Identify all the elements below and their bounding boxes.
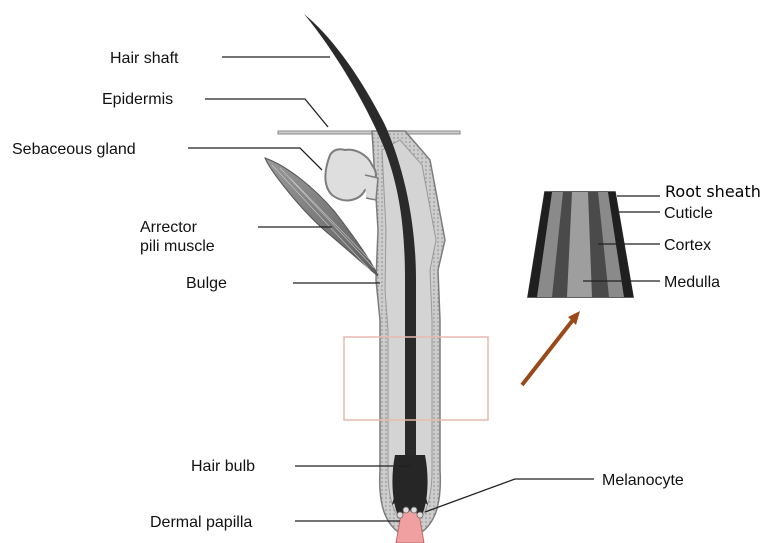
label-dermal-papilla: Dermal papilla xyxy=(150,514,252,531)
epidermis-layer xyxy=(278,131,460,134)
label-sebaceous-gland: Sebaceous gland xyxy=(12,141,136,158)
label-melanocyte: Melanocyte xyxy=(602,472,684,489)
epidermis-leader xyxy=(205,99,328,127)
label-pili-muscle: pili muscle xyxy=(140,238,215,255)
label-hair-bulb: Hair bulb xyxy=(191,458,255,475)
label-epidermis: Epidermis xyxy=(102,91,173,108)
label-bulge: Bulge xyxy=(186,275,227,292)
magnify-arrow xyxy=(522,311,580,385)
sebaceous-gland-leader xyxy=(188,148,322,170)
label-hair-shaft: Hair shaft xyxy=(110,50,179,67)
melanocyte-leader xyxy=(425,479,594,512)
label-root-sheath: Root sheath xyxy=(665,182,761,201)
label-arrector: Arrector xyxy=(140,219,198,236)
hair-bulb-shape xyxy=(392,455,427,515)
label-cortex: Cortex xyxy=(664,237,711,254)
label-cuticle: Cuticle xyxy=(664,205,713,222)
dermal-papilla-shape xyxy=(396,507,424,543)
label-medulla: Medulla xyxy=(664,274,720,291)
